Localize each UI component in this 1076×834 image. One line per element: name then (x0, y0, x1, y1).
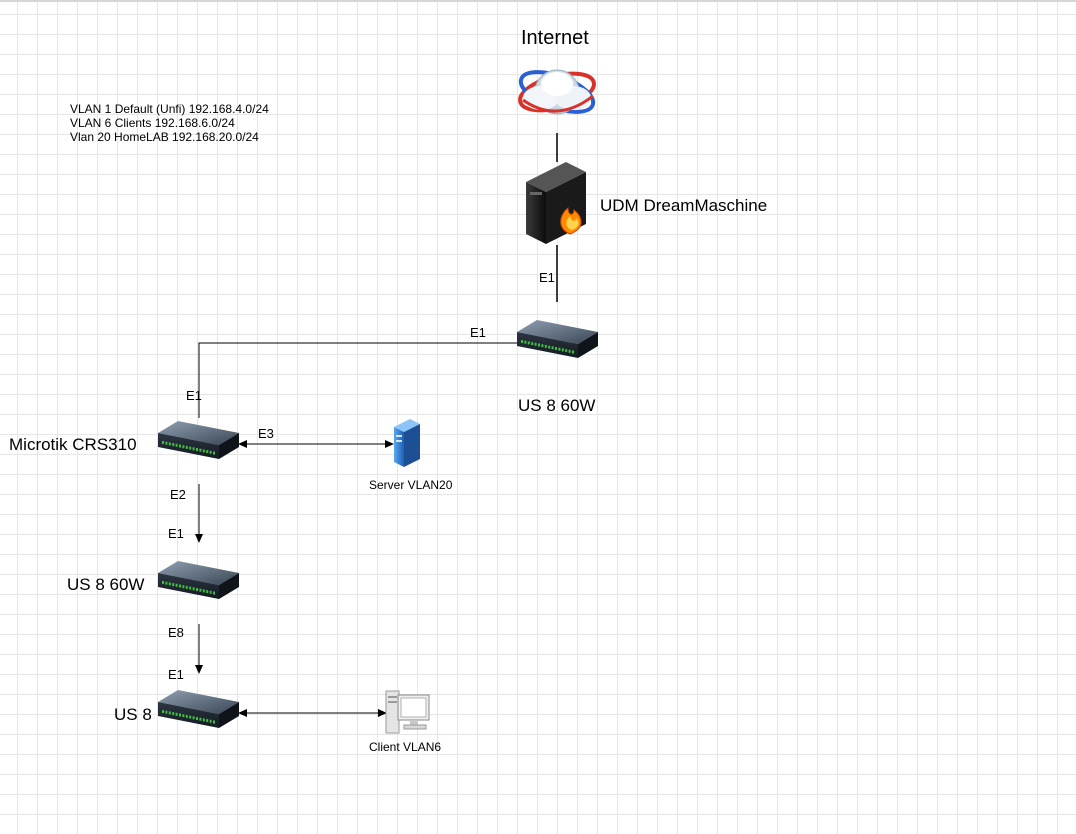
port-label: E3 (258, 426, 274, 441)
udm-label: UDM DreamMaschine (600, 196, 768, 215)
link-us860w-microtik (198, 342, 517, 418)
internet-label: Internet (521, 27, 589, 49)
port-label: E8 (168, 625, 184, 640)
server-tower-icon[interactable] (394, 419, 420, 467)
port-label: E2 (170, 487, 186, 502)
vlan-note-line: VLAN 1 Default (Unfi) 192.168.4.0/24 (70, 102, 269, 116)
port-label: E1 (539, 270, 555, 285)
port-label: E1 (168, 526, 184, 541)
vlan-note-line: VLAN 6 Clients 192.168.6.0/24 (70, 116, 235, 130)
network-switch-icon[interactable] (158, 421, 239, 459)
firewall-server-icon[interactable] (526, 162, 586, 244)
network-switch-icon[interactable] (158, 561, 239, 599)
network-switch-icon[interactable] (517, 320, 598, 358)
port-label: E1 (470, 325, 486, 340)
vlan-note-line: Vlan 20 HomeLAB 192.168.20.0/24 (70, 130, 259, 144)
server-label: Server VLAN20 (369, 478, 453, 492)
canvas-top-border (0, 0, 1076, 2)
microtik-label: Microtik CRS310 (9, 435, 137, 454)
port-label: E1 (186, 388, 202, 403)
port-label: E1 (168, 667, 184, 682)
us860w-mid-label: US 8 60W (67, 575, 145, 594)
client-label: Client VLAN6 (369, 740, 442, 754)
network-switch-icon[interactable] (158, 690, 239, 728)
cloud-globe-icon[interactable] (516, 64, 598, 120)
desktop-pc-icon[interactable] (385, 690, 430, 734)
us8-label: US 8 (114, 705, 152, 724)
us860w-top-label: US 8 60W (518, 396, 596, 415)
